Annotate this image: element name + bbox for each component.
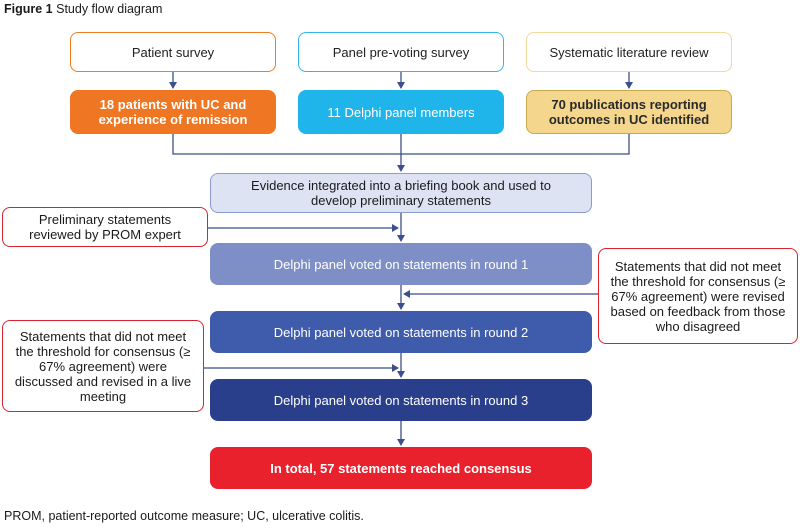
prom-review-label: Preliminary statements reviewed by PROM … bbox=[29, 212, 181, 242]
panel-members-label: 11 Delphi panel members bbox=[327, 104, 475, 120]
round1-box: Delphi panel voted on statements in roun… bbox=[210, 243, 592, 285]
patients-label: 18 patients with UC and experience of re… bbox=[98, 97, 248, 127]
panel-members-box: 11 Delphi panel members bbox=[298, 90, 504, 134]
after-round2-label: Statements that did not meet the thresho… bbox=[14, 328, 192, 404]
round1-label: Delphi panel voted on statements in roun… bbox=[273, 256, 529, 272]
round3-label: Delphi panel voted on statements in roun… bbox=[273, 392, 529, 408]
patients-box: 18 patients with UC and experience of re… bbox=[70, 90, 276, 134]
figure-title: Figure 1 Study flow diagram bbox=[4, 2, 162, 16]
after-round1-note: Statements that did not meet the thresho… bbox=[598, 248, 798, 344]
panel-survey-label: Panel pre-voting survey bbox=[332, 44, 470, 60]
literature-review-label: Systematic literature review bbox=[549, 44, 709, 60]
footnote: PROM, patient-reported outcome measure; … bbox=[4, 509, 364, 523]
round2-box: Delphi panel voted on statements in roun… bbox=[210, 311, 592, 353]
figure-title-text: Study flow diagram bbox=[56, 2, 163, 16]
after-round1-label: Statements that did not meet the thresho… bbox=[610, 258, 786, 334]
result-label: In total, 57 statements reached consensu… bbox=[270, 460, 532, 476]
panel-survey-box: Panel pre-voting survey bbox=[298, 32, 504, 72]
round2-label: Delphi panel voted on statements in roun… bbox=[273, 324, 529, 340]
publications-label: 70 publications reporting outcomes in UC… bbox=[548, 97, 710, 127]
literature-review-box: Systematic literature review bbox=[526, 32, 732, 72]
round3-box: Delphi panel voted on statements in roun… bbox=[210, 379, 592, 421]
evidence-label: Evidence integrated into a briefing book… bbox=[251, 178, 551, 208]
figure-label: Figure 1 bbox=[4, 2, 53, 16]
publications-box: 70 publications reporting outcomes in UC… bbox=[526, 90, 732, 134]
prom-review-note: Preliminary statements reviewed by PROM … bbox=[2, 207, 208, 247]
evidence-box: Evidence integrated into a briefing book… bbox=[210, 173, 592, 213]
patient-survey-box: Patient survey bbox=[70, 32, 276, 72]
after-round2-note: Statements that did not meet the thresho… bbox=[2, 320, 204, 412]
patient-survey-label: Patient survey bbox=[131, 44, 215, 60]
result-box: In total, 57 statements reached consensu… bbox=[210, 447, 592, 489]
